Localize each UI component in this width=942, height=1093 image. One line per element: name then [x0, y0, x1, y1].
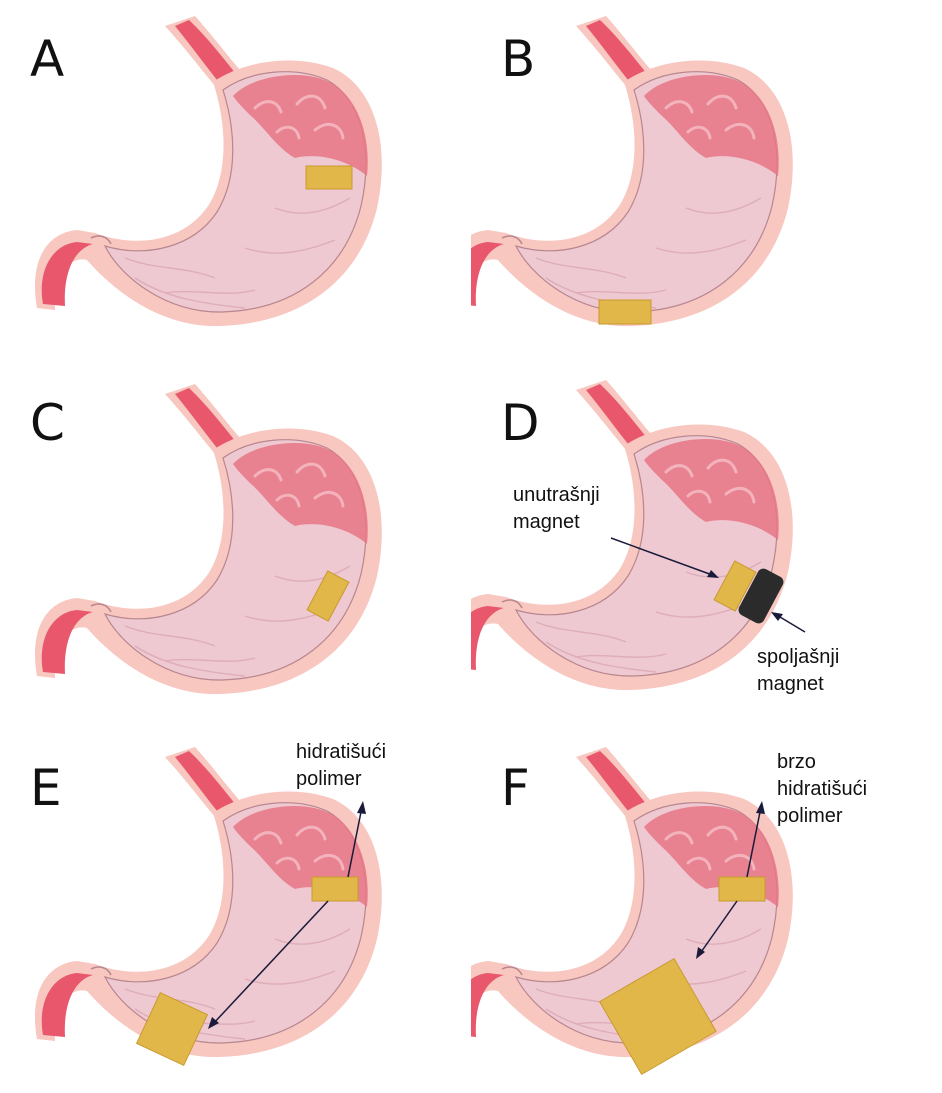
stomach-illustration: [0, 0, 471, 364]
panel-c: C: [0, 364, 471, 728]
panel-a: A: [0, 0, 471, 364]
stomach-illustration: [471, 364, 942, 728]
panel-d: D unutrašnji magnet spoljašnji magnet: [471, 364, 942, 728]
panel-letter: F: [501, 763, 530, 813]
stomach-illustration: [0, 729, 471, 1093]
stomach-illustration: [471, 0, 942, 364]
panel-letter: A: [30, 34, 64, 84]
device-folded: [306, 166, 352, 189]
outer-magnet-label: spoljašnji magnet: [757, 644, 839, 698]
polymer-initial: [719, 877, 765, 901]
panel-letter: B: [501, 34, 535, 84]
polymer-label: brzo hidratišući polimer: [777, 749, 867, 830]
stomach-illustration: [0, 364, 471, 728]
panel-letter: D: [501, 398, 540, 448]
panel-e: E hidratišući polimer: [0, 729, 471, 1093]
panel-f: F brzo hidratišući polimer: [471, 729, 942, 1093]
stomach-illustration: [471, 729, 942, 1093]
polymer-initial: [312, 877, 358, 901]
panel-letter: C: [30, 398, 65, 448]
polymer-label: hidratišući polimer: [296, 739, 386, 793]
panel-letter: E: [30, 763, 62, 813]
inner-magnet-label: unutrašnji magnet: [513, 482, 600, 536]
panel-b: B: [471, 0, 942, 364]
device-sunk: [599, 300, 651, 324]
